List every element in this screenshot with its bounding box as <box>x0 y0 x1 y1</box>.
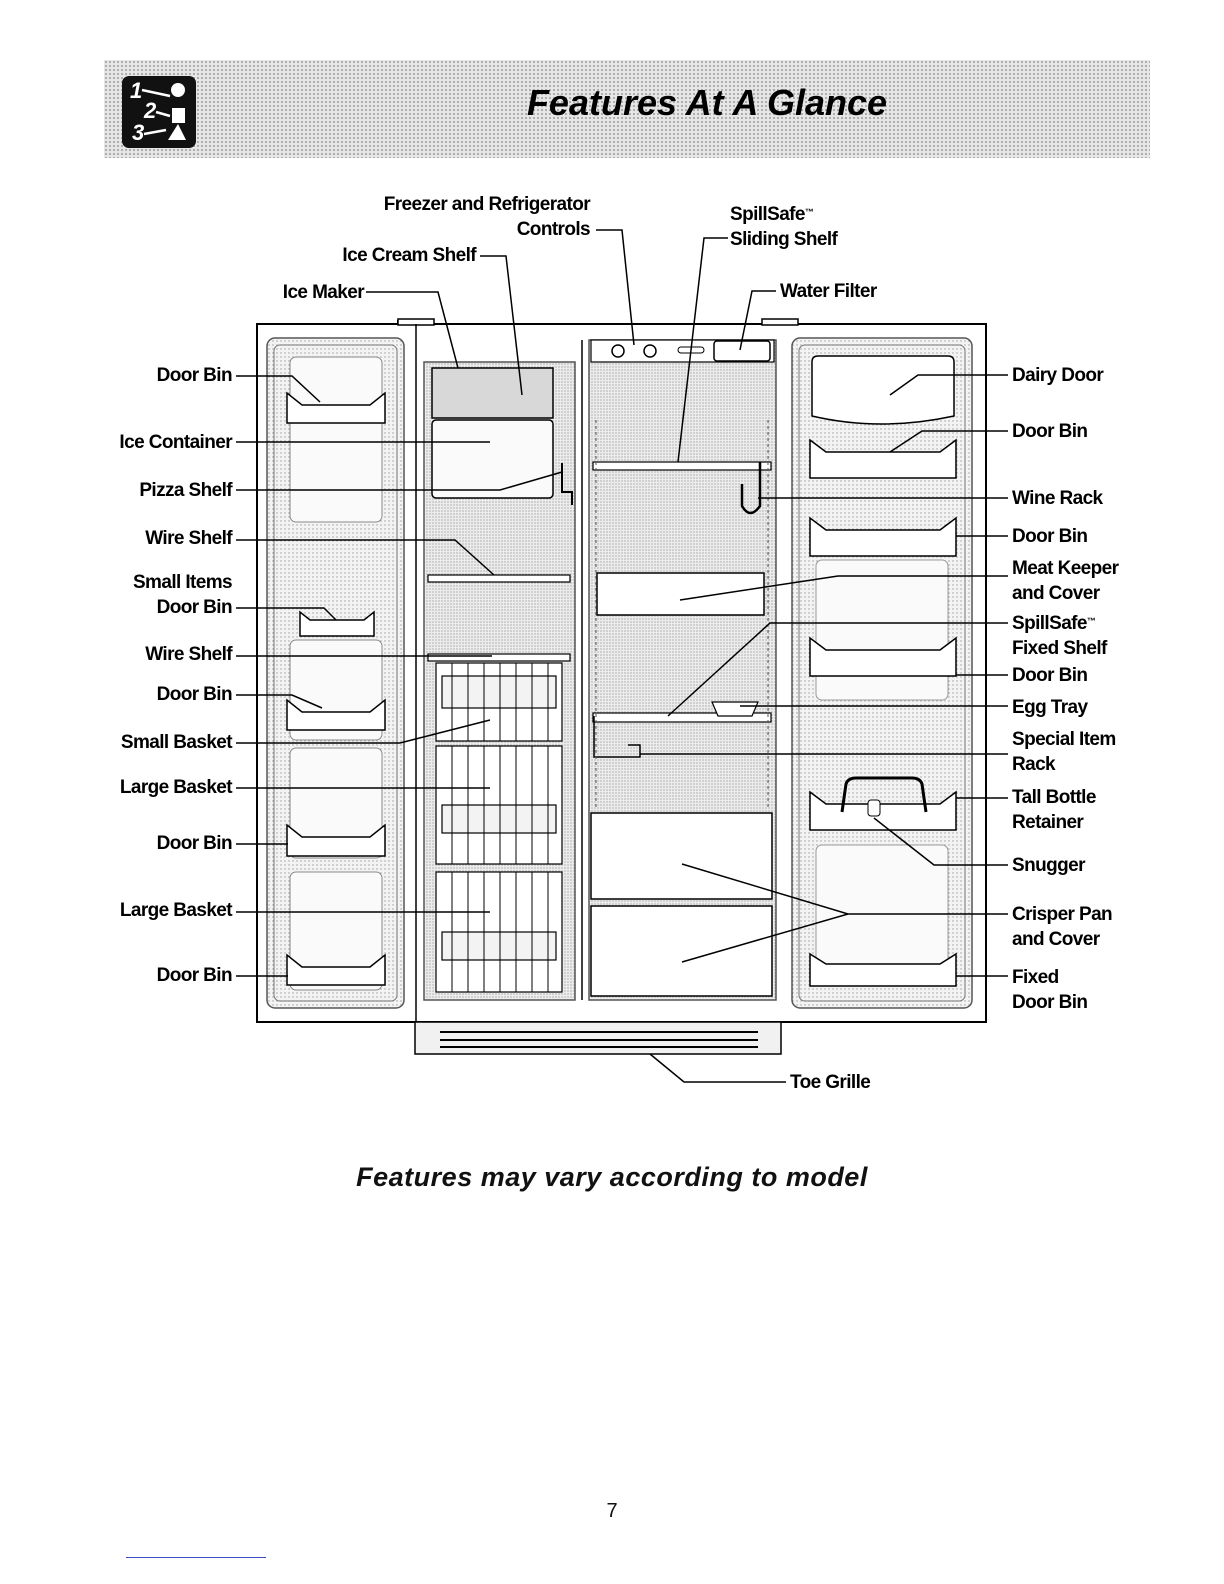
crisper-pan-lower <box>590 905 773 997</box>
label-water-filter: Water Filter <box>780 281 877 302</box>
spillsafe-fixed-shelf <box>592 712 772 723</box>
label-special-item-line1: Special Item <box>1012 729 1116 750</box>
label-spillsafe-sliding-line2: Sliding Shelf <box>730 229 838 250</box>
label-meat-keeper-line2: and Cover <box>1012 583 1100 604</box>
label-small-items-line1: Small Items <box>132 572 233 593</box>
refrigerator-dial-icon <box>643 344 657 358</box>
label-spillsafe-fixed-line2: Fixed Shelf <box>1012 638 1107 659</box>
step-digit-1: 1 <box>130 78 143 103</box>
small-items-bin <box>299 610 375 637</box>
toe-grille <box>414 1021 782 1055</box>
label-special-item-rack: Special Item Rack <box>1012 727 1116 777</box>
label-special-item-line2: Rack <box>1012 754 1056 775</box>
ice-container <box>431 419 554 499</box>
refrigerator-door-bin-2 <box>809 516 957 557</box>
label-spillsafe-sliding-line1: SpillSafe <box>730 204 805 225</box>
egg-tray <box>711 701 759 717</box>
footer-rule <box>126 1557 266 1558</box>
label-small-basket: Small Basket <box>120 732 233 753</box>
fixed-door-bin <box>809 952 957 987</box>
label-tall-bottle-line2: Retainer <box>1012 812 1084 833</box>
meat-keeper <box>596 572 765 616</box>
freezer-wire-shelf-2 <box>427 653 571 662</box>
snugger <box>867 799 881 817</box>
label-spillsafe-fixed-line1: SpillSafe <box>1012 613 1087 634</box>
right-hinge <box>761 318 799 326</box>
label-wire-shelf-2: Wire Shelf <box>145 644 232 665</box>
wine-rack <box>740 462 762 515</box>
label-freezer-controls-line1: Freezer and Refrigerator <box>383 194 591 215</box>
trademark-mark: ™ <box>1086 616 1096 626</box>
refrigerator-door-bin-4 <box>809 790 957 831</box>
label-large-basket-2: Large Basket <box>119 900 233 921</box>
label-tall-bottle-line1: Tall Bottle <box>1012 787 1096 808</box>
special-item-rack <box>593 716 641 758</box>
spillsafe-sliding-shelf <box>592 461 772 471</box>
label-dairy-door: Dairy Door <box>1012 365 1104 386</box>
leader-lines <box>236 229 1008 1083</box>
label-crisper-pan: Crisper Pan and Cover <box>1012 902 1113 952</box>
label-ice-cream-shelf: Ice Cream Shelf <box>342 245 476 266</box>
steps-shapes-icon <box>141 83 186 140</box>
label-left-door-bin-1: Door Bin <box>156 365 233 386</box>
label-pizza-shelf: Pizza Shelf <box>139 480 232 501</box>
freezer-wire-shelf-1 <box>427 574 571 583</box>
label-spillsafe-sliding-shelf: SpillSafe™ Sliding Shelf <box>730 202 838 252</box>
label-fixed-door-bin: Fixed Door Bin <box>1012 965 1088 1015</box>
label-left-door-bin-3: Door Bin <box>156 833 233 854</box>
freezer-dial-icon <box>611 344 625 358</box>
freezer-door-panel-1 <box>289 356 383 523</box>
page-number: 7 <box>606 1500 618 1522</box>
step-digit-3: 3 <box>132 120 145 145</box>
label-fixed-door-bin-line1: Fixed <box>1012 967 1059 988</box>
label-freezer-controls: Freezer and Refrigerator Controls <box>300 192 591 242</box>
tall-bottle-retainer <box>840 776 928 813</box>
label-crisper-line2: and Cover <box>1012 929 1100 950</box>
label-crisper-line1: Crisper Pan <box>1012 904 1113 925</box>
label-right-door-bin-3: Door Bin <box>1012 665 1088 686</box>
numbered-steps-icon: 1 2 3 <box>122 76 196 148</box>
label-meat-keeper-line1: Meat Keeper <box>1012 558 1119 579</box>
label-left-door-bin-2: Door Bin <box>156 684 233 705</box>
header-banner: 1 2 3 Features At A Glance <box>104 60 1150 158</box>
label-wine-rack: Wine Rack <box>1012 488 1103 509</box>
page-title: Features At A Glance <box>526 82 888 123</box>
label-right-door-bin-2: Door Bin <box>1012 526 1088 547</box>
ice-maker <box>431 367 554 419</box>
label-fixed-door-bin-line2: Door Bin <box>1012 992 1088 1013</box>
label-right-door-bin-1: Door Bin <box>1012 421 1088 442</box>
label-small-items-door-bin: Small Items Door Bin <box>60 570 233 620</box>
refrigerator-compartment <box>588 339 777 1001</box>
refrigerator-door-bin-3 <box>809 636 957 677</box>
refrigerator-door-bin-1 <box>809 438 957 479</box>
crisper-pan-upper <box>590 812 773 900</box>
label-left-door-bin-4: Door Bin <box>156 965 233 986</box>
label-small-items-line2: Door Bin <box>156 597 233 618</box>
water-filter <box>713 340 771 362</box>
label-toe-grille: Toe Grille <box>790 1072 871 1093</box>
freezer-door-bin-1 <box>286 391 386 424</box>
label-meat-keeper: Meat Keeper and Cover <box>1012 556 1119 606</box>
label-egg-tray: Egg Tray <box>1012 697 1088 718</box>
label-spillsafe-fixed-shelf: SpillSafe™ Fixed Shelf <box>1012 611 1107 661</box>
label-ice-maker: Ice Maker <box>282 282 365 303</box>
label-freezer-controls-line2: Controls <box>516 219 591 240</box>
label-ice-container: Ice Container <box>119 432 232 453</box>
features-note: Features may vary according to model <box>356 1162 868 1192</box>
step-digit-2: 2 <box>144 98 157 123</box>
label-large-basket-1: Large Basket <box>119 777 233 798</box>
trademark-mark: ™ <box>804 207 814 217</box>
refrigerator-diagram <box>236 229 1008 1083</box>
dairy-door <box>811 355 955 425</box>
label-tall-bottle-retainer: Tall Bottle Retainer <box>1012 785 1096 835</box>
label-wire-shelf-1: Wire Shelf <box>145 528 232 549</box>
label-snugger: Snugger <box>1012 855 1085 876</box>
